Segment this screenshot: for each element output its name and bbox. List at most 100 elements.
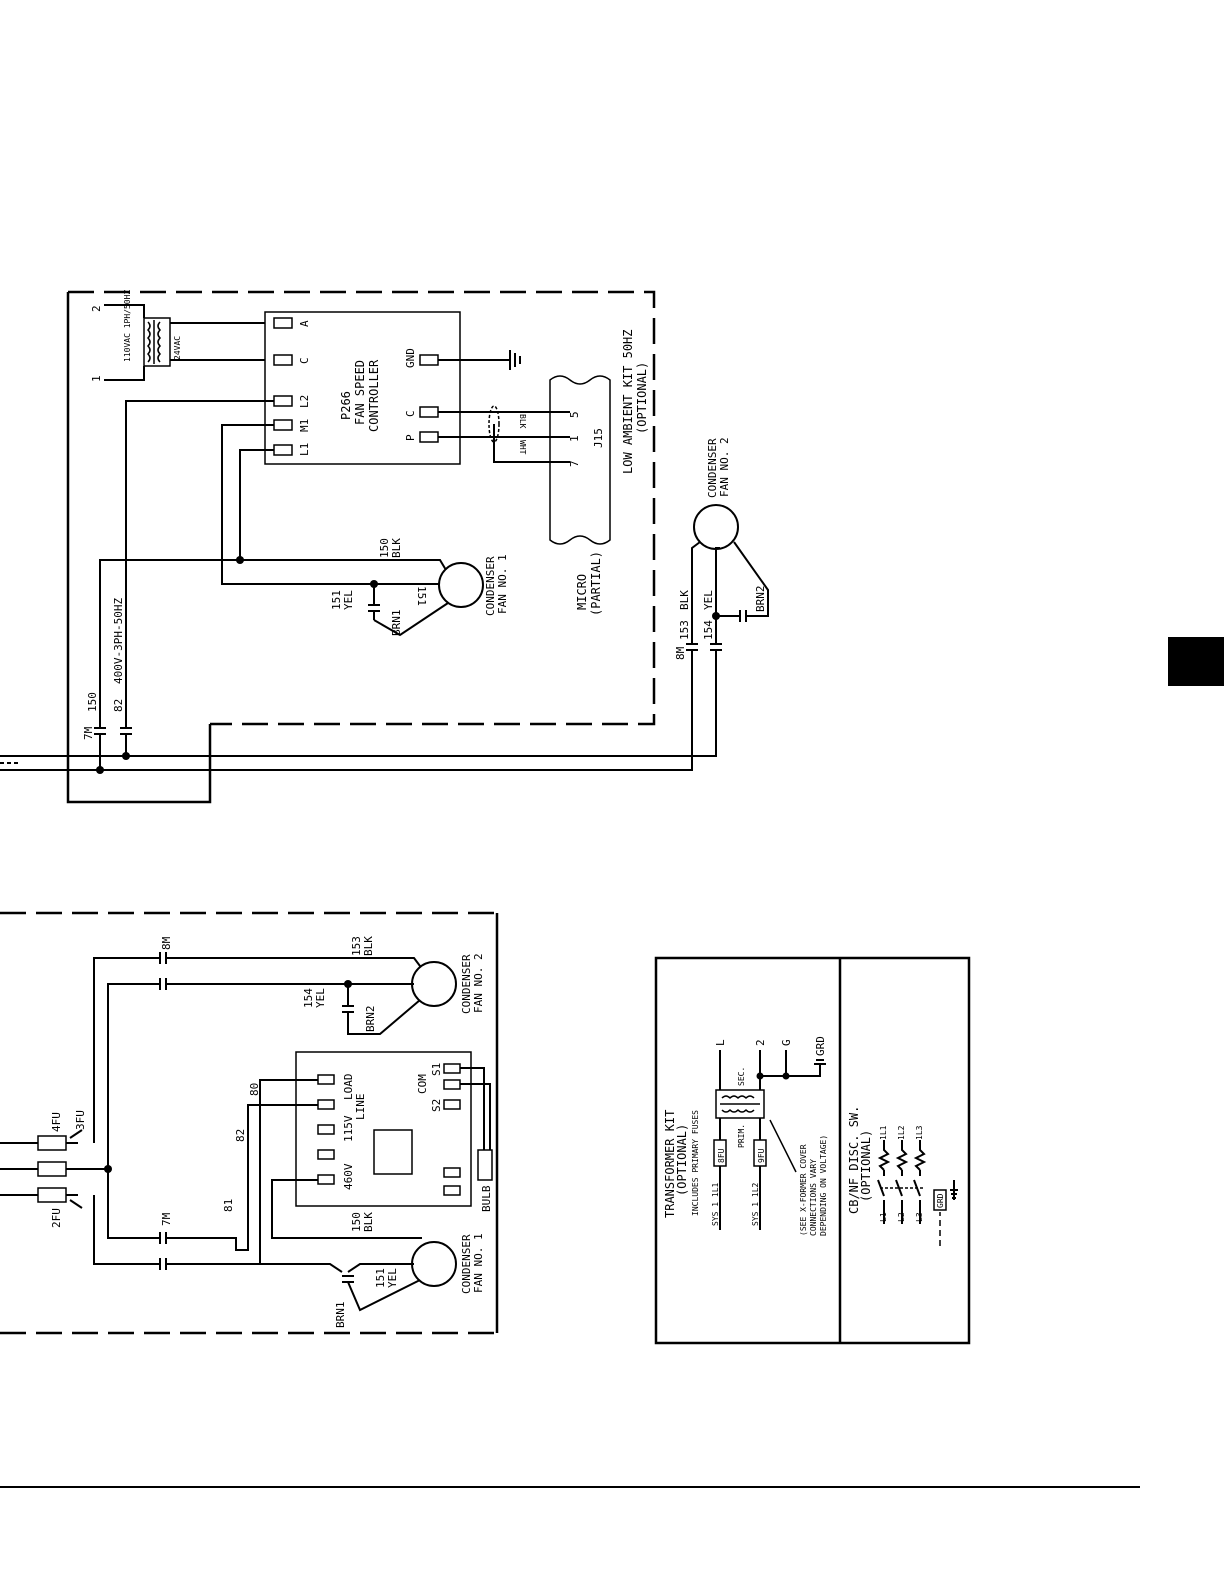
w153-color: BLK (678, 590, 691, 610)
terminal-l1 (273, 444, 293, 456)
v460-label: 460V (342, 1163, 355, 1190)
contactor-7m-pole (120, 727, 132, 735)
kit-boundary-dashed (68, 290, 656, 726)
note-line-1: (SEE X-FORMER COVER (799, 1144, 808, 1236)
w150-label: 150 (350, 1212, 363, 1232)
disconnect-switch (877, 1140, 927, 1224)
controller-line3: CONTROLLER (367, 359, 381, 432)
transformer-kit-note: INCLUDES PRIMARY FUSES (691, 1110, 700, 1216)
w153-label: 153 (350, 936, 363, 956)
control-transformer: 110VAC 1PH/50HZ 24VAC (123, 290, 182, 367)
w151b-label: 151 (415, 586, 428, 606)
terminal-p (419, 431, 439, 443)
s2-label: S2 (430, 1099, 443, 1112)
junction-dot (236, 556, 244, 564)
terminal-s2 (443, 1099, 461, 1110)
fan2-label-2: FAN NO. 2 (472, 953, 485, 1013)
terminal-l1-label: L1 (298, 443, 311, 456)
wire-feed-8m-b (107, 983, 160, 1169)
plug-j15-label: J15 (592, 428, 605, 448)
wire-feed-7m-a (107, 1169, 160, 1239)
terminal-l2-label: L2 (298, 395, 311, 408)
brn2-label: BRN2 (364, 1006, 377, 1033)
il2-label: 1L2 (897, 1125, 906, 1140)
wire-sec-g (760, 1064, 821, 1077)
contactor-8m-poles (159, 952, 167, 990)
terminal-s1 (443, 1063, 461, 1074)
l3-label: L3 (915, 1212, 924, 1222)
condenser-fan-1-motor (411, 1241, 457, 1287)
wire-151 (260, 1263, 414, 1273)
il1-label: 1L1 (879, 1125, 888, 1140)
power-line-b (0, 650, 693, 771)
line-label: LINE (354, 1094, 367, 1121)
contactor-7m-pole (94, 727, 106, 735)
sensor-bulb (477, 1149, 493, 1181)
terminal-m1-label: M1 (298, 419, 311, 432)
w151-color: YEL (342, 590, 355, 610)
kit-title: LOW AMBIENT KIT 50HZ (621, 330, 635, 475)
w154-color: YEL (702, 590, 715, 610)
fu4-label: 4FU (50, 1112, 63, 1132)
controller-line2: FAN SPEED (353, 360, 367, 425)
wire-feed-7m-b (93, 1195, 160, 1265)
fu3-label: 3FU (74, 1110, 87, 1130)
contactor-8m-label: 8M (160, 936, 173, 950)
terminal-c2-label: C (404, 410, 417, 417)
wire-154 (715, 547, 720, 644)
terminal-p-label: P (404, 434, 417, 441)
w80-label: 80 (248, 1083, 261, 1096)
prim-label: PRIM. (737, 1124, 746, 1148)
micro-label: MICRO (575, 574, 589, 610)
contactor-7m-label: 7M (82, 726, 95, 740)
micro-board-outline (549, 375, 611, 545)
terminal-c-label: C (298, 357, 311, 364)
ground-icon (814, 1059, 826, 1065)
terminal-gnd-label: GND (404, 348, 417, 368)
fuse-4fu (37, 1135, 67, 1151)
shield-ellipse (488, 405, 500, 443)
fan-1-capacitor (342, 1275, 421, 1312)
term-l-label: L (714, 1039, 727, 1046)
l2-label: L2 (897, 1212, 906, 1222)
pin-7-label: 7 (568, 460, 581, 467)
bulb-label: BULB (480, 1185, 493, 1212)
wire-com-bulb (460, 1083, 491, 1150)
note-line-3: DEPENDING ON VOLTAGE) (819, 1135, 828, 1236)
wire-153 (166, 957, 421, 967)
ground-icon (950, 1180, 958, 1200)
sys1-il2-label: SYS 1 1L2 (751, 1182, 760, 1226)
brn1-label: BRN1 (334, 1302, 347, 1329)
contactor-8m-label: 8M (674, 646, 687, 660)
terminal-line (317, 1099, 335, 1110)
contactor-7m-poles (159, 1232, 167, 1270)
terminal-x (443, 1167, 461, 1178)
wire-1-label: 1 (90, 375, 103, 382)
pin-5-label: 5 (568, 411, 581, 418)
wire-2-label: 2 (90, 305, 103, 312)
w150-color: BLK (390, 538, 403, 558)
terminal-c2 (419, 406, 439, 418)
wire-80 (166, 1079, 318, 1265)
w82-label: 82 (112, 699, 125, 712)
wire-feed-8m-a (93, 957, 160, 1143)
fuse8-label: 8FU (717, 1148, 726, 1163)
kit-boundary-solid (66, 292, 212, 804)
grd-label: GRD (814, 1036, 827, 1056)
transformer-secondary-label: 24VAC (173, 336, 182, 360)
wire-150 (99, 559, 447, 728)
terminal-m1 (273, 419, 293, 431)
w81-label: 81 (222, 1199, 235, 1212)
fu2-label: 2FU (50, 1208, 63, 1228)
fan2-label-1: CONDENSER (706, 438, 719, 498)
condenser-fan-1-motor (438, 562, 484, 608)
terminal-load (317, 1074, 335, 1085)
brn1-label: BRN1 (390, 610, 403, 637)
wire-82 (166, 1104, 318, 1251)
controller-name: P266 (339, 391, 353, 420)
fan2-label-1: CONDENSER (460, 954, 473, 1014)
s1-label: S1 (430, 1063, 443, 1076)
pin-1-label: 1 (568, 435, 581, 442)
wire-1 (104, 366, 145, 381)
kit-subtitle: (OPTIONAL) (635, 362, 649, 434)
